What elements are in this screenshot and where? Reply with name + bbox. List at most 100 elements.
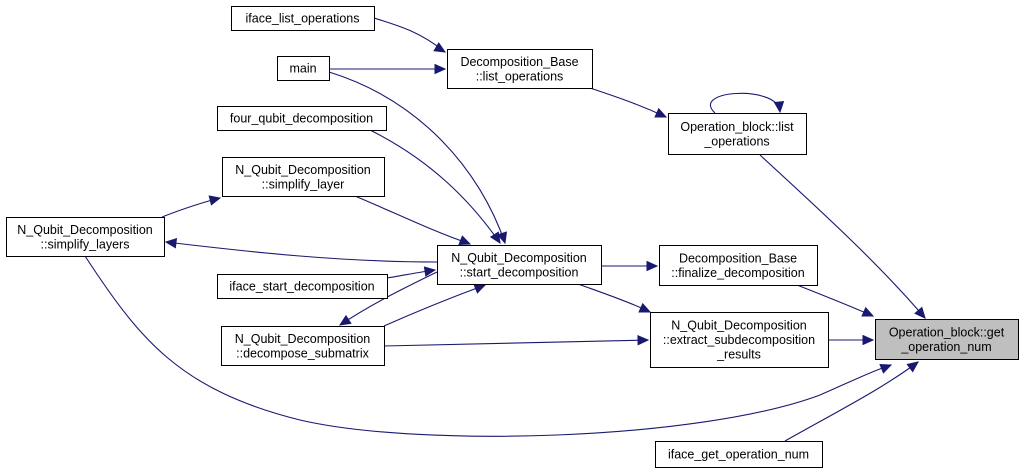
edge-main-to-start: [328, 71, 508, 245]
edge-start-to-decompose-arrowhead: [338, 314, 352, 326]
node-label-line: N_Qubit_Decomposition: [235, 163, 371, 177]
node-label-line: N_Qubit_Decomposition: [671, 319, 807, 333]
edge-ob-list-self-arrowhead: [773, 101, 785, 114]
node-finalize-decomposition[interactable]: Decomposition_Base::finalize_decompositi…: [659, 245, 818, 286]
edge-simplify-layers-to-simplify-layer-arrowhead: [208, 195, 222, 206]
node-label-line: ::simplify_layers: [41, 237, 130, 251]
edge-finalize-to-get-op-line: [796, 284, 874, 317]
node-main[interactable]: main: [277, 56, 330, 81]
node-box[interactable]: [277, 56, 330, 81]
node-four-qubit-decomposition[interactable]: four_qubit_decomposition: [217, 106, 387, 131]
node-box[interactable]: [668, 113, 807, 155]
node-box[interactable]: [659, 245, 818, 286]
edge-finalize-to-get-op: [796, 284, 875, 317]
edge-four-qubit-to-start-arrowhead: [489, 231, 501, 245]
node-label-line: iface_get_operation_num: [668, 448, 809, 462]
edge-four-qubit-to-start: [369, 129, 501, 245]
node-start-decomposition[interactable]: N_Qubit_Decomposition::start_decompositi…: [437, 245, 602, 285]
edge-decompose-to-extract-line: [383, 339, 649, 347]
node-box[interactable]: [217, 106, 387, 131]
edge-start-to-simplify-layers-arrowhead: [164, 238, 178, 249]
node-box[interactable]: [221, 326, 385, 366]
node-label-line: ::decompose_submatrix: [236, 346, 369, 360]
edge-start-to-extract-line: [577, 283, 651, 313]
edge-iface-list-to-db-list-line: [373, 17, 446, 53]
node-label-line: _operation_num: [900, 340, 991, 354]
edge-iface-start-to-start-arrowhead: [423, 266, 437, 277]
node-box[interactable]: [6, 217, 165, 257]
edge-start-to-extract: [577, 283, 652, 313]
edge-simplify-layers-to-simplify-layer: [161, 195, 222, 218]
node-label-line: ::extract_subdecomposition: [663, 333, 815, 347]
edge-ob-list-to-get-op-arrowhead: [914, 306, 926, 319]
edge-decompose-to-extract: [383, 334, 650, 347]
edge-ob-list-to-get-op-line: [759, 154, 926, 319]
edge-main-to-start-line: [328, 71, 506, 244]
edge-iface-get-to-get-op-arrowhead: [906, 361, 919, 373]
edge-ob-list-self: [710, 92, 785, 114]
edge-iface-get-to-get-op: [784, 361, 919, 442]
node-simplify-layer[interactable]: N_Qubit_Decomposition::simplify_layer: [222, 157, 385, 197]
node-label-line: N_Qubit_Decomposition: [17, 223, 153, 237]
edge-decompose-to-start-line: [383, 284, 486, 327]
node-box[interactable]: [231, 6, 375, 31]
node-iface-list-operations[interactable]: iface_list_operations: [231, 6, 375, 31]
edge-db-list-to-ob-list-line: [589, 87, 667, 118]
edge-start-to-simplify-layers: [164, 238, 438, 263]
node-box[interactable]: [222, 157, 385, 197]
edge-decompose-to-start-arrowhead: [473, 284, 487, 294]
node-get-operation-num[interactable]: Operation_block::get_operation_num: [875, 319, 1019, 360]
node-box[interactable]: [447, 49, 593, 89]
edge-simplify-layers-to-get-op: [84, 255, 893, 437]
edge-simplify-layers-to-get-op-arrowhead: [879, 364, 893, 374]
node-ob-list-operations[interactable]: Operation_block::list_operations: [668, 113, 807, 155]
node-label-line: N_Qubit_Decomposition: [451, 251, 587, 265]
edge-ob-list-self-line: [710, 92, 781, 114]
edge-extract-to-get-op: [828, 334, 875, 346]
node-label-line: iface_list_operations: [246, 12, 360, 26]
node-label-line: _results: [716, 348, 761, 362]
node-label-line: ::list_operations: [476, 69, 564, 83]
edge-iface-get-to-get-op-line: [784, 361, 919, 442]
node-label-line: Operation_block::get: [889, 325, 1005, 339]
edge-decompose-to-extract-arrowhead: [637, 334, 650, 346]
node-label-line: ::simplify_layer: [262, 177, 345, 191]
edge-iface-start-to-start: [386, 266, 437, 279]
node-db-list-operations[interactable]: Decomposition_Base::list_operations: [447, 49, 593, 89]
node-label-line: Decomposition_Base: [679, 251, 797, 265]
edge-simplify-layer-to-start-arrowhead: [458, 235, 472, 245]
node-simplify-layers[interactable]: N_Qubit_Decomposition::simplify_layers: [6, 217, 165, 257]
node-box[interactable]: [437, 245, 602, 285]
edge-start-to-finalize: [601, 260, 659, 272]
edge-simplify-layers-to-get-op-line: [84, 255, 889, 437]
edge-start-to-finalize-arrowhead: [646, 260, 659, 272]
node-iface-get-operation-num[interactable]: iface_get_operation_num: [655, 441, 823, 468]
node-box[interactable]: [875, 319, 1019, 360]
node-box[interactable]: [650, 312, 829, 368]
edge-decompose-to-start: [383, 284, 487, 327]
edge-extract-to-get-op-arrowhead: [862, 334, 875, 346]
edge-start-to-simplify-layers-line: [165, 241, 438, 263]
node-label-line: ::start_decomposition: [460, 265, 579, 279]
edge-simplify-layer-to-start: [354, 195, 472, 245]
edge-finalize-to-get-op-arrowhead: [861, 306, 875, 317]
edge-main-to-start-arrowhead: [496, 231, 508, 245]
edge-db-list-to-ob-list: [589, 87, 668, 118]
edge-ob-list-to-get-op: [759, 154, 926, 319]
edges: [84, 17, 926, 442]
edge-db-list-to-ob-list-arrowhead: [654, 107, 668, 118]
node-decompose-submatrix[interactable]: N_Qubit_Decomposition::decompose_submatr…: [221, 326, 385, 366]
node-label-line: Decomposition_Base: [460, 55, 578, 69]
edge-main-to-db-list: [329, 63, 447, 75]
edge-simplify-layer-to-start-line: [354, 195, 471, 245]
edge-main-to-db-list-arrowhead: [434, 63, 447, 75]
node-label-line: iface_start_decomposition: [229, 280, 374, 294]
node-extract-subdecomposition-results[interactable]: N_Qubit_Decomposition::extract_subdecomp…: [650, 312, 829, 368]
node-box[interactable]: [655, 441, 823, 468]
node-iface-start-decomposition[interactable]: iface_start_decomposition: [217, 274, 388, 299]
node-box[interactable]: [217, 274, 388, 299]
edge-four-qubit-to-start-line: [369, 129, 501, 244]
